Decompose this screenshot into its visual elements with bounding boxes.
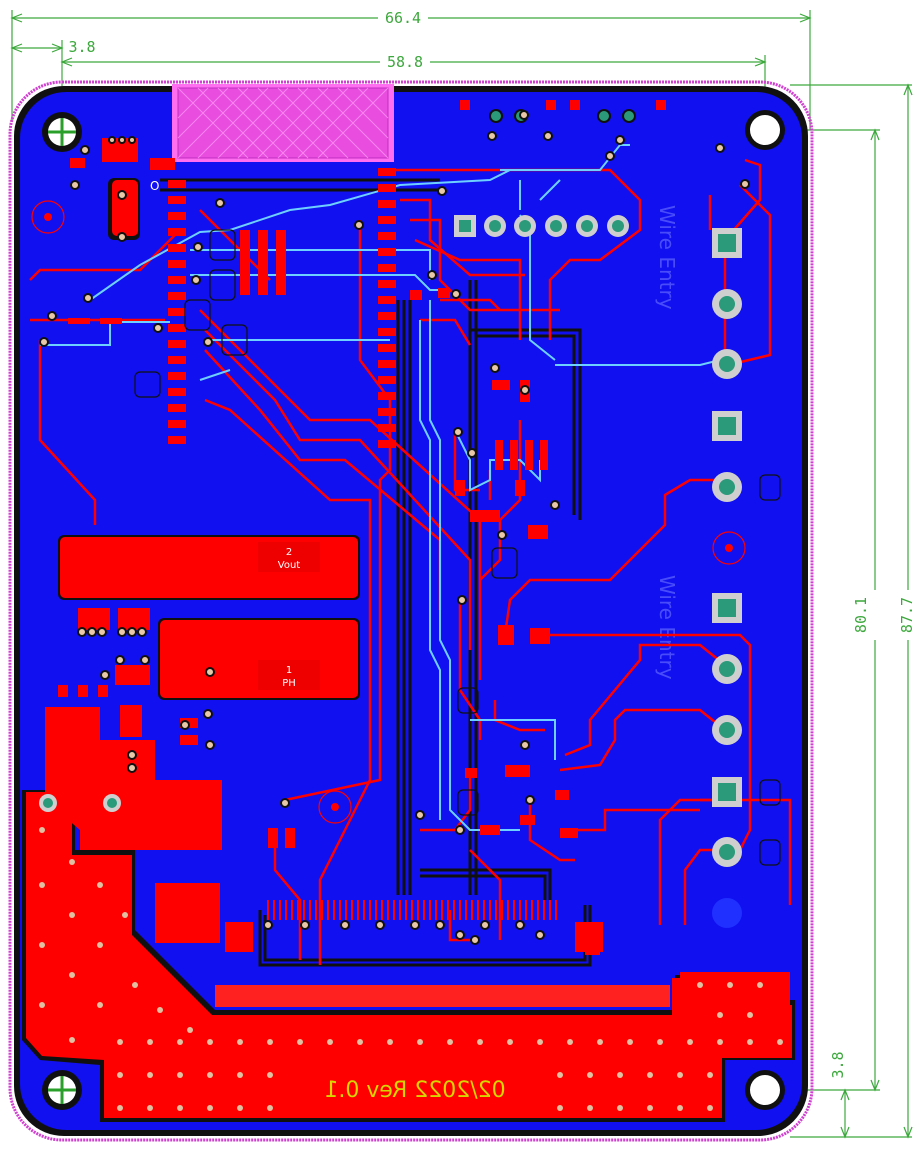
- module-left-pins: [168, 180, 186, 444]
- power-pour-vias: [39, 794, 783, 1111]
- dim-hole-offset-y: 3.8: [829, 1051, 847, 1078]
- small-header-top: [489, 109, 636, 123]
- footprint-outlines: [134, 229, 781, 866]
- vout-pad-number: 2: [286, 547, 292, 558]
- usb-connector-inner: [177, 87, 389, 159]
- mounting-holes: [42, 110, 785, 1110]
- dim-overall-height: 87.7: [898, 597, 916, 633]
- dim-hole-offset-x: 3.8: [68, 38, 95, 56]
- module-right-pins: [378, 168, 396, 448]
- ph-pad-number: 1: [286, 665, 292, 676]
- vout-pad-label: Vout: [278, 560, 301, 571]
- fpc-anchor-left: [225, 922, 253, 952]
- bottom-copper-traces: [40, 144, 721, 831]
- rotation-marker-o: O: [150, 179, 159, 193]
- ph-pad-label: PH: [282, 678, 296, 689]
- terminal-pads: [712, 228, 746, 928]
- dim-hole-span-y: 80.1: [852, 597, 870, 633]
- fiducials: [31, 200, 352, 824]
- pin-header-top: [454, 215, 629, 237]
- wire-entry-ghost-bottom: Wire Entry: [655, 575, 679, 680]
- wire-entry-ghost-top: Wire Entry: [655, 205, 679, 310]
- board-outline-keepout: [8, 80, 814, 1142]
- dim-overall-width: 66.4: [385, 9, 421, 27]
- revision-silkscreen: 02/2022 Rev 0.1: [324, 1078, 505, 1103]
- fpc-connector: [267, 900, 557, 920]
- signal-vias: [39, 110, 750, 945]
- smd-components: [58, 100, 666, 955]
- dim-hole-span-x: 58.8: [387, 53, 423, 71]
